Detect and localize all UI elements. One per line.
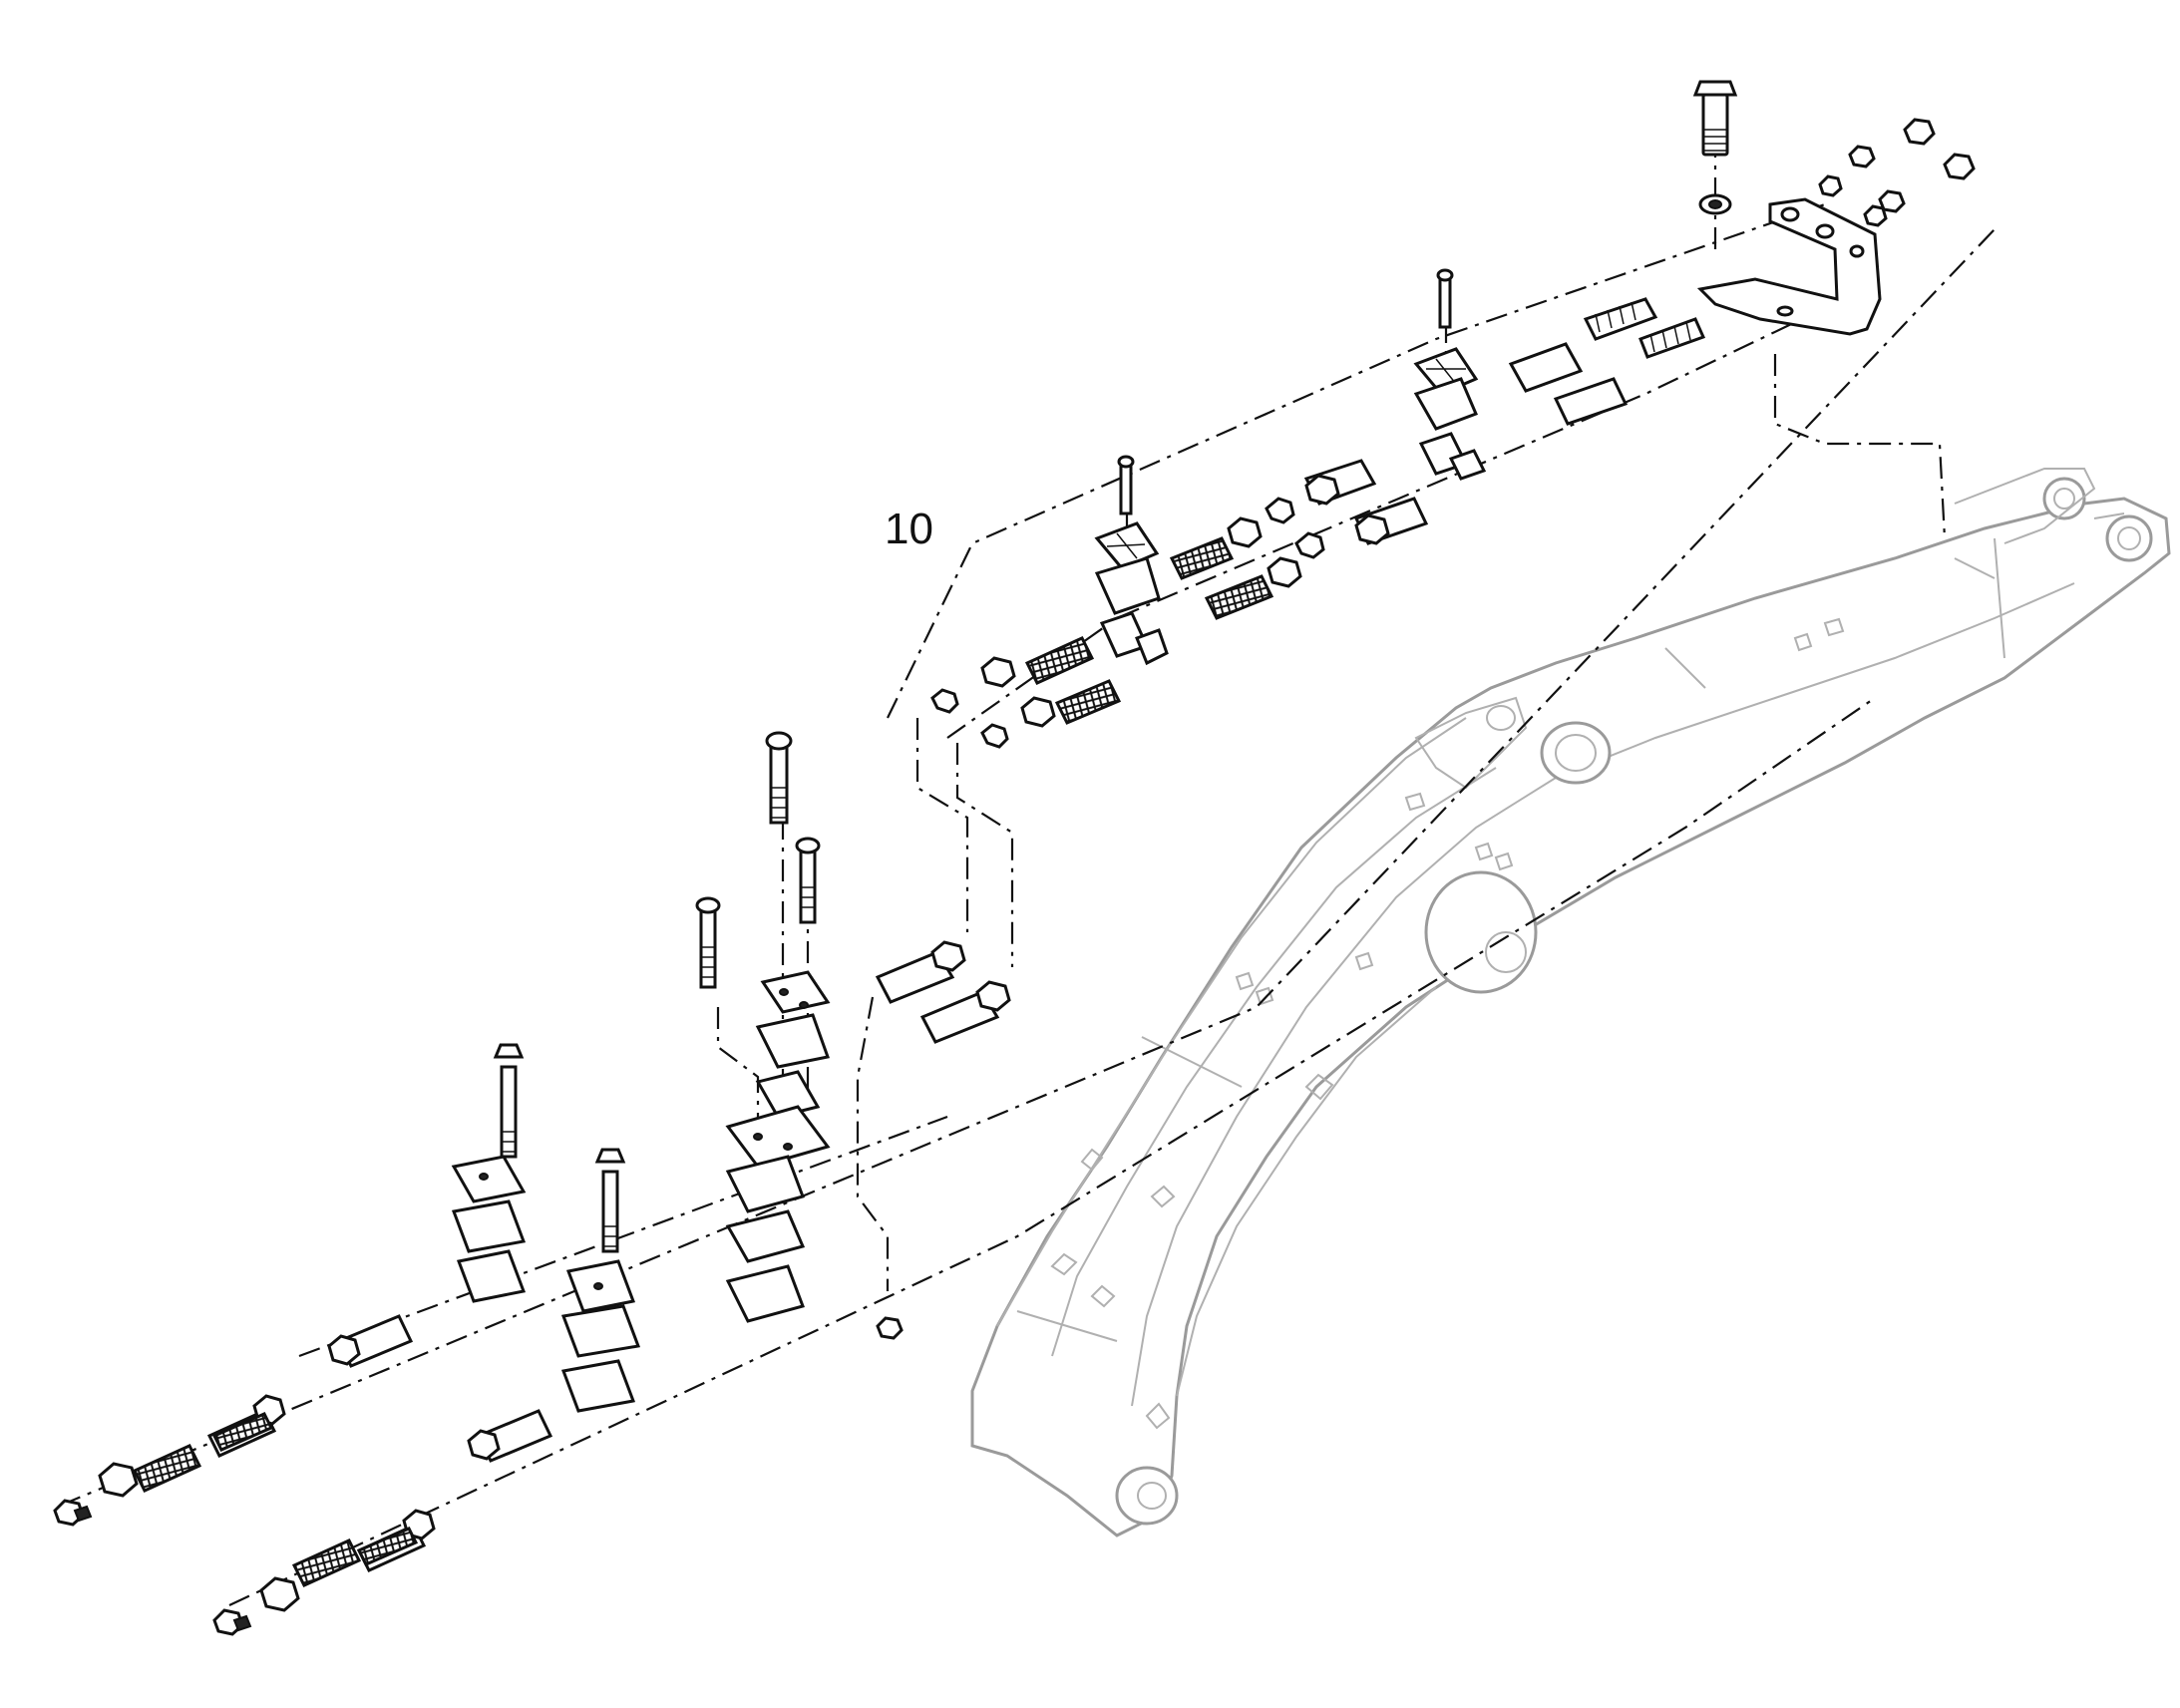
clamp-half [725, 1155, 805, 1213]
boom-seam [1016, 537, 2005, 1342]
clamp-plate-hole [479, 1173, 489, 1181]
hex-fitting [98, 1462, 139, 1498]
boom-foot-pin [1115, 1466, 1179, 1526]
boom-foot-pin-hole [1137, 1482, 1167, 1510]
clamp-half [755, 1013, 830, 1069]
boom-lug [1050, 1073, 1334, 1430]
clamp-upper-mid [1413, 347, 1487, 481]
clamp-plate [451, 1155, 527, 1203]
upper-hose-ends [930, 268, 1629, 749]
lower-hose-ends [53, 1314, 553, 1636]
boom-lower-edge [1176, 986, 1437, 1397]
boom-cylinder-mount [1540, 721, 1612, 785]
cap-screw [1117, 268, 1454, 515]
boom-upper-bracket [1414, 696, 1528, 790]
braided-hose [132, 1444, 202, 1493]
hex-fitting [259, 1576, 300, 1612]
callout-number: 10 [885, 505, 933, 553]
boom-center-crease [1051, 767, 1497, 1357]
hose-fitting [875, 950, 955, 1004]
clamp-half [451, 1199, 527, 1253]
boom-top-edge [996, 717, 1467, 1327]
clamp-plate-hole [753, 1133, 763, 1141]
boom-hub [1424, 870, 1538, 994]
boom-bracket-hole [1486, 705, 1516, 731]
hex-fitting [930, 940, 966, 972]
clamp-half [456, 1249, 527, 1303]
braided-hose [291, 1538, 362, 1587]
clamp-plate-hole [799, 1001, 809, 1009]
clamp-plate [760, 970, 831, 1014]
hex-fitting [467, 1429, 501, 1461]
clamp-half [725, 1209, 806, 1263]
clamp-upper-left [1094, 521, 1169, 666]
clamp-plate-hole [783, 1143, 793, 1151]
bracket-hole [1849, 244, 1865, 258]
clamp-plate [725, 1105, 831, 1169]
boom-tip-pin [2105, 514, 2153, 562]
clamp-half [725, 1264, 805, 1323]
socket-screw [695, 731, 821, 989]
nut-set [1818, 118, 1976, 227]
hex-fitting [975, 980, 1011, 1012]
hex-bolt [1692, 80, 1738, 157]
hex-fittings [930, 474, 1390, 749]
bulkhead-fitting [1583, 297, 1706, 359]
braided-hose-segments [1024, 536, 1274, 725]
boom-tip-pin-hole [2117, 526, 2141, 550]
boom-tip-fork [1954, 468, 2125, 544]
braided-hose [211, 1412, 274, 1452]
boom-hub-boss [1485, 931, 1527, 973]
excavator-boom [970, 468, 2171, 1537]
braided-hose [356, 1527, 419, 1566]
hose-fitting [1553, 377, 1629, 426]
clamp-half [755, 1070, 821, 1119]
boom-plate [1235, 617, 1845, 1006]
bracket-hole [1776, 305, 1794, 317]
hex-bolt [493, 1043, 626, 1253]
hose-fitting [1508, 342, 1584, 393]
hex-fitting [327, 1334, 361, 1366]
clamp-stack-center [695, 731, 831, 1323]
boom-tip-pin [2042, 477, 2086, 520]
mounting-bracket-group [1583, 80, 1976, 359]
boom-side-edge [1131, 582, 2075, 1407]
boom-tip-pin-hole [2053, 488, 2075, 510]
clamp-half [560, 1304, 641, 1358]
clamp-stack-left [451, 1043, 641, 1413]
bracket-hole [1780, 206, 1800, 222]
lower-middle-fittings [875, 940, 1011, 1340]
hose-fitting [919, 990, 1000, 1044]
adapter-thread [73, 1505, 93, 1523]
bracket-hole [1815, 223, 1835, 239]
washer-hole [1708, 199, 1722, 209]
clamp-plate-hole [593, 1282, 603, 1290]
clamp-half [560, 1359, 636, 1413]
boom-outline [970, 497, 2171, 1537]
clamp-plate-hole [779, 988, 789, 996]
hex-nut [876, 1316, 904, 1340]
mounting-bracket [1696, 197, 1882, 336]
adapter-thread [232, 1614, 252, 1632]
boom-cylinder-mount-hole [1555, 734, 1597, 772]
